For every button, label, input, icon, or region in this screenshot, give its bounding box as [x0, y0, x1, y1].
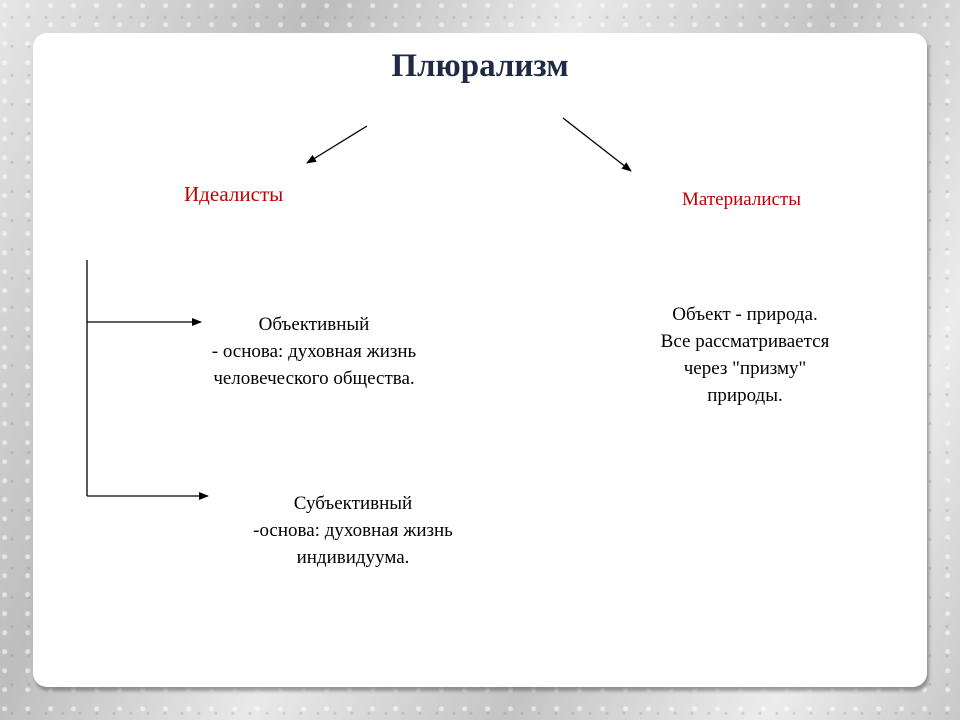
materialist-line-1: Объект - природа.	[672, 304, 818, 325]
subjective-basis-line-2: индивидуума.	[296, 547, 410, 568]
objective-idealism-block: Объективный - основа: духовная жизнь чел…	[184, 311, 444, 392]
materialists-label: Материалисты	[682, 189, 801, 210]
objective-basis-line: - основа: духовная жизнь	[211, 341, 417, 362]
objective-basis-line-2: человеческого общества.	[213, 368, 415, 389]
arrow-to-idealists	[306, 125, 368, 164]
arrow-to-materialists	[562, 117, 632, 172]
page-title: Плюрализм	[391, 48, 569, 84]
subjective-idealism-block: Субъективный -основа: духовная жизнь инд…	[223, 490, 483, 571]
materialist-line-3: через "призму"	[683, 358, 807, 379]
subjective-basis-line: -основа: духовная жизнь	[253, 520, 453, 541]
objective-heading: Объективный	[258, 314, 370, 335]
materialist-line-2: Все рассматривается	[660, 331, 830, 352]
materialist-view-block: Объект - природа. Все рассматривается че…	[630, 301, 860, 409]
subjective-heading: Субъективный	[293, 493, 413, 514]
slide-panel	[33, 33, 927, 687]
materialist-line-4: природы.	[707, 385, 783, 406]
idealists-label: Идеалисты	[184, 182, 284, 206]
